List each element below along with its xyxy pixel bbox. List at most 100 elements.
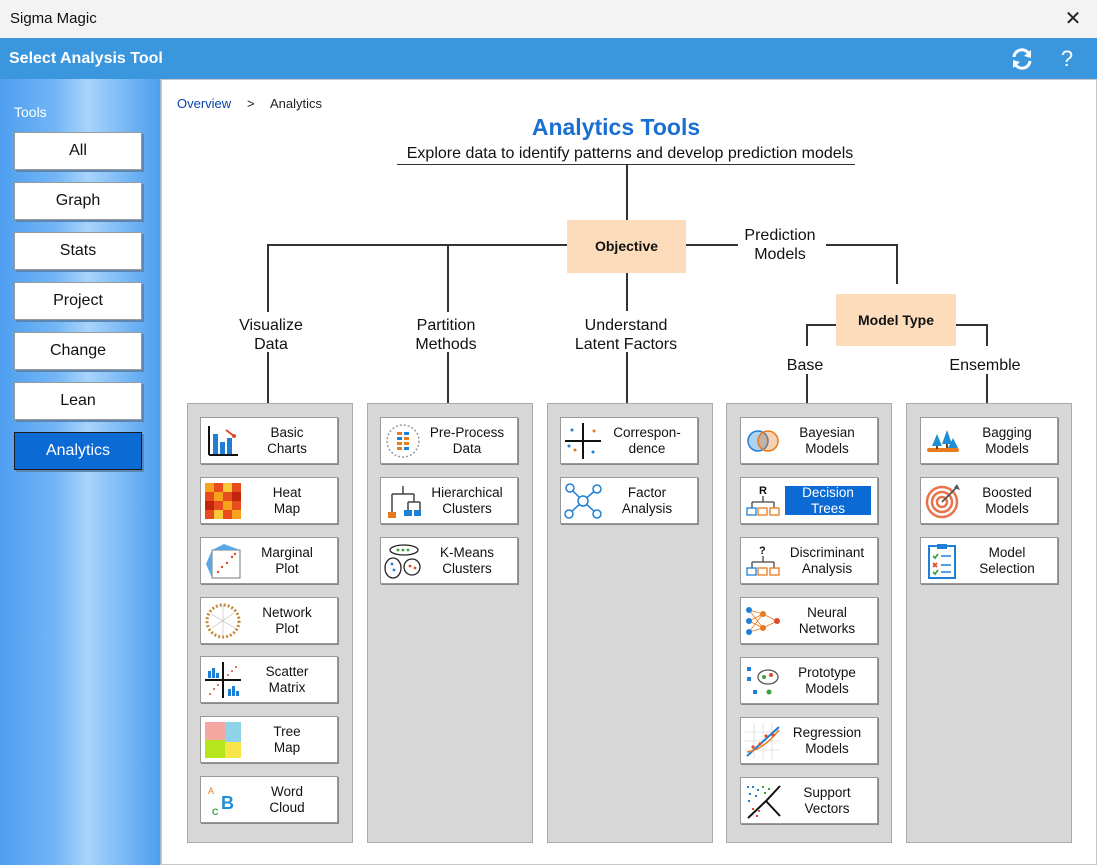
correspondence-icon xyxy=(565,423,601,459)
window-titlebar: Sigma Magic ✕ xyxy=(0,0,1097,39)
tool-boosted-models[interactable]: Boosted Models xyxy=(920,477,1058,524)
tool-neural-networks[interactable]: Neural Networks xyxy=(740,597,878,644)
tool-label: Marginal Plot xyxy=(261,544,313,576)
tool-label: Support Vectors xyxy=(803,784,851,816)
window-title: Sigma Magic xyxy=(10,10,97,27)
connector xyxy=(626,352,628,404)
tool-label: Scatter Matrix xyxy=(265,663,309,695)
help-icon[interactable]: ? xyxy=(1060,46,1074,71)
discriminant-icon: ? xyxy=(746,545,780,576)
tool-bagging-models[interactable]: Bagging Models xyxy=(920,417,1058,464)
tool-label: Correspon- dence xyxy=(613,424,681,456)
base-label: Base xyxy=(786,357,824,374)
sidebar-item-stats[interactable]: Stats xyxy=(14,232,142,270)
tool-label: Heat Map xyxy=(272,484,302,516)
tool-model-selection[interactable]: Model Selection xyxy=(920,537,1058,584)
tool-label: Prototype Models xyxy=(798,664,856,696)
sidebar-item-graph[interactable]: Graph xyxy=(14,182,142,220)
partition-panel xyxy=(367,403,533,843)
tool-label: Regression Models xyxy=(792,724,862,756)
visualize-data-label: Visualize Data xyxy=(239,317,303,353)
sidebar-item-analytics[interactable]: Analytics xyxy=(14,432,142,470)
tool-tree-map[interactable]: Tree Map xyxy=(200,716,338,763)
sidebar-item-change[interactable]: Change xyxy=(14,332,142,370)
tool-pre-process-data[interactable]: Pre-Process Data xyxy=(380,417,518,464)
tool-label: Bayesian Models xyxy=(799,424,855,456)
svg-text:B: B xyxy=(221,793,234,813)
sidebar-item-all[interactable]: All xyxy=(14,132,142,170)
header-title: Select Analysis Tool xyxy=(9,50,163,67)
tool-correspondence[interactable]: Correspon- dence xyxy=(560,417,698,464)
svg-text:C: C xyxy=(212,807,219,817)
tool-k-means-clusters[interactable]: K-Means Clusters xyxy=(380,537,518,584)
tool-marginal-plot[interactable]: Marginal Plot xyxy=(200,537,338,584)
tool-bayesian-models[interactable]: Bayesian Models xyxy=(740,417,878,464)
tool-label: Network Plot xyxy=(262,604,312,636)
tool-word-cloud[interactable]: A B C Word Cloud xyxy=(200,776,338,823)
bayesian-icon xyxy=(747,430,779,452)
connector xyxy=(267,244,568,246)
neural-network-icon xyxy=(746,607,780,635)
bagging-icon xyxy=(927,430,959,452)
understand-latent-factors-label: Understand Latent Factors xyxy=(574,317,678,353)
page-subtitle: Explore data to identify patterns and de… xyxy=(406,145,854,162)
tool-basic-charts[interactable]: Basic Charts xyxy=(200,417,338,464)
tool-discriminant-analysis[interactable]: ? Discriminant Analysis xyxy=(740,537,878,584)
support-vector-icon xyxy=(747,785,781,819)
sidebar-item-lean[interactable]: Lean xyxy=(14,382,142,420)
tool-label: Hierarchical Clusters xyxy=(431,484,503,516)
tool-decision-trees[interactable]: R Decision Trees xyxy=(740,477,878,524)
word-cloud-icon: A B C xyxy=(208,786,234,817)
sidebar-item-project[interactable]: Project xyxy=(14,282,142,320)
tool-label: K-Means Clusters xyxy=(439,544,495,576)
model-type-node: Model Type xyxy=(836,294,956,346)
connector xyxy=(986,324,988,346)
tool-label: Discriminant Analysis xyxy=(789,544,865,576)
header-bar: Select Analysis Tool ? xyxy=(0,38,1097,79)
sidebar-label: Tools xyxy=(14,104,47,120)
connector xyxy=(447,352,449,404)
connector xyxy=(986,374,988,404)
tool-label: Tree Map xyxy=(273,723,301,755)
pre-process-icon xyxy=(386,424,420,458)
heat-map-icon xyxy=(205,483,241,519)
connector xyxy=(267,352,269,404)
marginal-plot-icon xyxy=(206,544,241,579)
target-icon xyxy=(925,484,960,519)
tool-heat-map[interactable]: Heat Map xyxy=(200,477,338,524)
tool-label: Basic Charts xyxy=(267,424,307,456)
understand-panel xyxy=(547,403,713,843)
connector xyxy=(806,324,836,326)
tool-regression-models[interactable]: Regression Models xyxy=(740,717,878,764)
svg-text:R: R xyxy=(759,485,767,497)
tool-prototype-models[interactable]: Prototype Models xyxy=(740,657,878,704)
connector xyxy=(806,374,808,404)
tool-label: Boosted Models xyxy=(982,484,1032,516)
tool-factor-analysis[interactable]: Factor Analysis xyxy=(560,477,698,524)
tool-scatter-matrix[interactable]: Scatter Matrix xyxy=(200,656,338,703)
tree-map-icon xyxy=(205,722,241,758)
ensemble-panel xyxy=(906,403,1072,843)
prediction-models-label: Prediction Models xyxy=(744,227,816,263)
tool-support-vectors[interactable]: Support Vectors xyxy=(740,777,878,824)
close-icon[interactable]: ✕ xyxy=(1064,8,1082,30)
kmeans-icon xyxy=(384,544,421,579)
sidebar: Tools All Graph Stats Project Change Lea… xyxy=(0,79,161,865)
ensemble-label: Ensemble xyxy=(949,357,1021,374)
tool-label: Model Selection xyxy=(979,544,1035,576)
breadcrumb-overview-link[interactable]: Overview xyxy=(177,96,232,111)
svg-text:?: ? xyxy=(759,545,766,557)
connector xyxy=(806,324,808,346)
tool-hierarchical-clusters[interactable]: Hierarchical Clusters xyxy=(380,477,518,524)
connector xyxy=(826,244,898,246)
tool-label: Factor Analysis xyxy=(621,484,673,516)
refresh-icon[interactable] xyxy=(1007,44,1037,74)
tool-network-plot[interactable]: Network Plot xyxy=(200,597,338,644)
breadcrumb-separator: > xyxy=(247,96,255,111)
prototype-icon xyxy=(747,667,779,695)
connector xyxy=(686,244,738,246)
connector xyxy=(267,244,269,312)
objective-node: Objective xyxy=(567,220,686,273)
breadcrumb-current: Analytics xyxy=(270,96,323,111)
network-plot-icon xyxy=(205,603,241,639)
